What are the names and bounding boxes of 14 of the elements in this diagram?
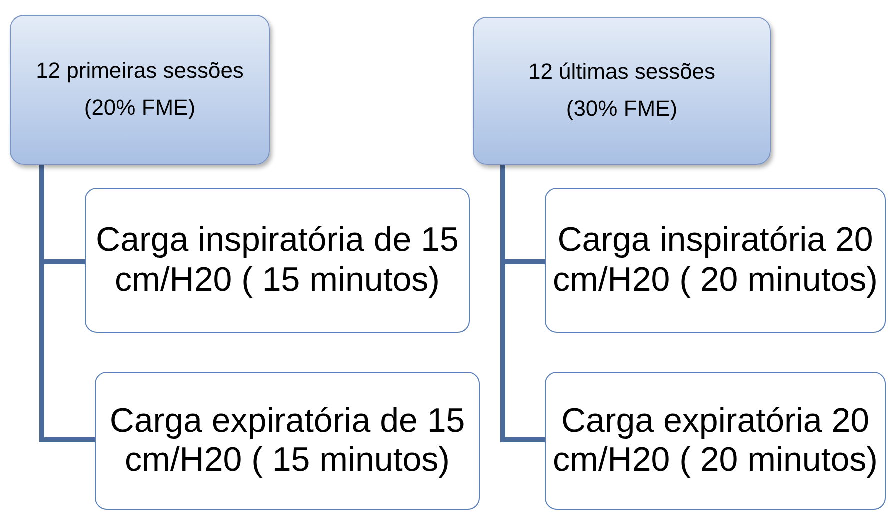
phase-box	[10, 15, 270, 165]
box-text: 12 últimas sessões	[528, 58, 716, 86]
load-box	[95, 372, 480, 510]
box-text: Carga expiratória 20 cm/H20 ( 20 minutos)	[552, 402, 879, 480]
box-text: Carga expiratória de 15 cm/H20 ( 15 minutos)	[108, 402, 466, 480]
box-text: Carga inspiratória de 15 cm/H20 ( 15 minutos)	[95, 221, 460, 300]
load-box	[545, 372, 886, 510]
box-text: Carga inspiratória 20 cm/H20 ( 20 minutos)	[552, 221, 879, 300]
box-text: 12 primeiras sessões	[36, 57, 244, 86]
phase-box	[473, 17, 771, 165]
box-text: (30% FME)	[566, 95, 678, 123]
load-box	[85, 188, 470, 333]
box-text: (20% FME)	[84, 94, 196, 122]
load-box	[545, 188, 886, 333]
